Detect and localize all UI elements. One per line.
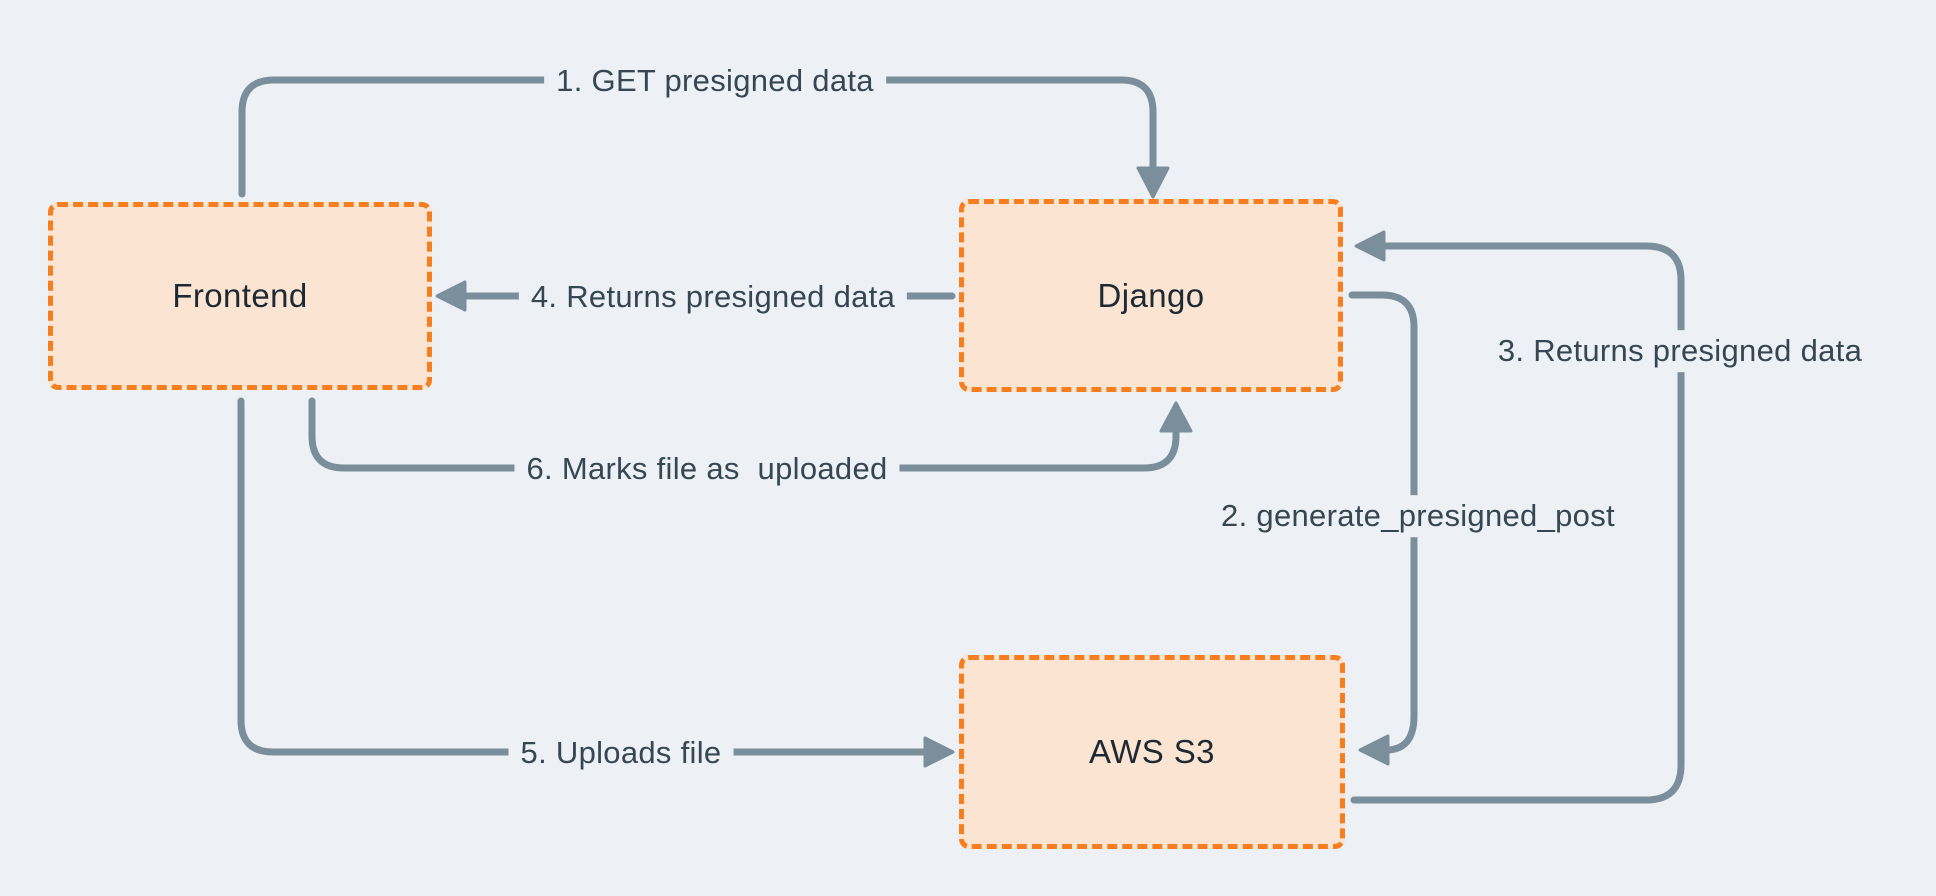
edge-label-returns-presigned-data-django: 4. Returns presigned data [518,276,908,318]
arrowhead-down-icon [1136,166,1170,199]
arrowhead-left-icon [1354,230,1386,262]
node-aws-s3-label: AWS S3 [1089,733,1215,770]
node-frontend: Frontend [48,202,432,390]
arrowhead-up-icon [1159,401,1193,433]
edge-returns-presigned-data-to-django [1350,230,1685,804]
arrowhead-right-icon [923,736,955,768]
arrowhead-left-icon [435,280,467,312]
edge-label-get-presigned-data: 1. GET presigned data [544,60,886,102]
edge-generate-presigned-post [1348,291,1418,766]
node-django-label: Django [1097,276,1205,314]
arrowhead-left-icon [1358,734,1390,766]
edge-label-returns-presigned-data-s3: 3. Returns presigned data [1485,330,1875,372]
edge-label-uploads-file: 5. Uploads file [508,732,734,774]
node-django: Django [959,199,1343,392]
node-aws-s3: AWS S3 [959,655,1345,849]
edge-label-marks-file-uploaded: 6. Marks file as uploaded [514,448,900,490]
node-frontend-label: Frontend [172,277,308,314]
edge-label-generate-presigned-post: 2. generate_presigned_post [1209,495,1627,537]
edge-uploads-file [237,397,955,768]
